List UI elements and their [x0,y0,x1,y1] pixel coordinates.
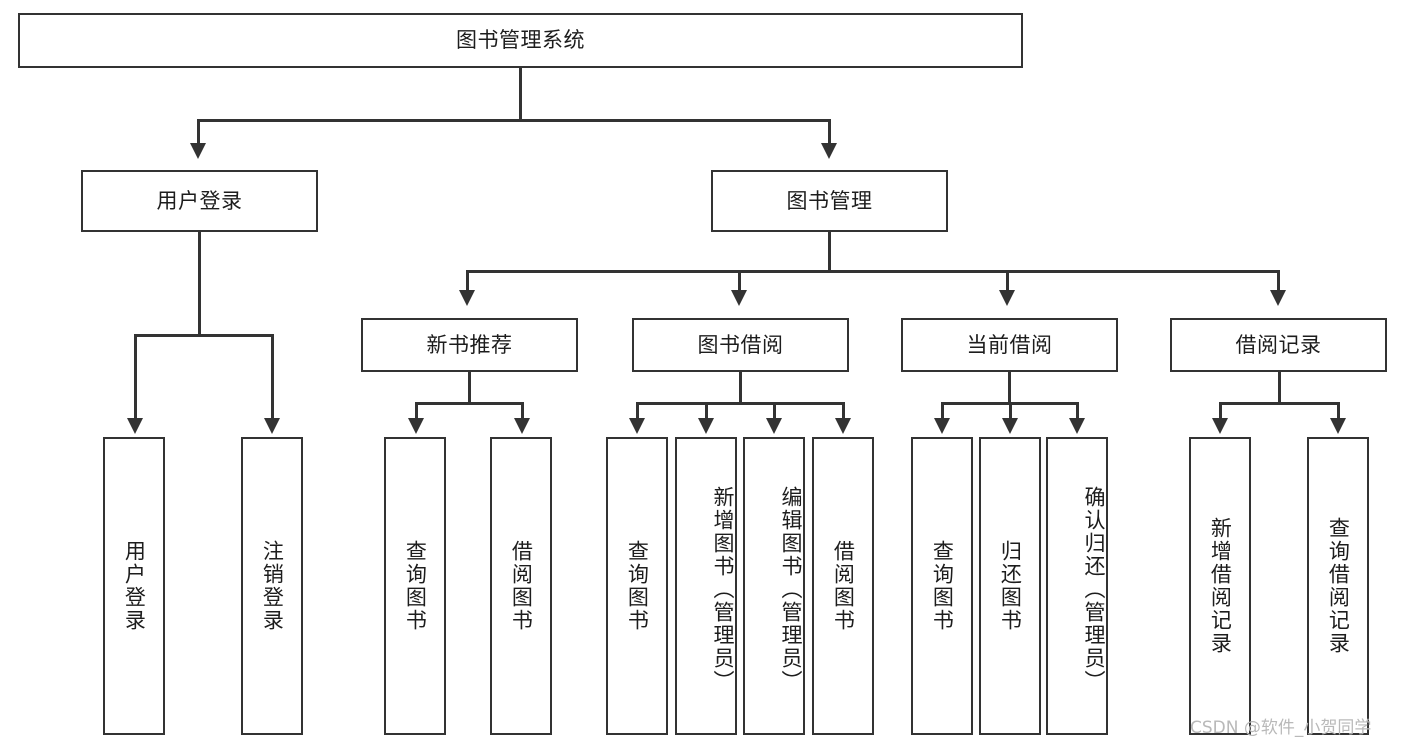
leaf-query-book-recommend[interactable]: 查询图书 [384,437,446,735]
connector-new-book-leaf-2 [521,402,524,420]
connector-new-book-bus [415,402,523,405]
leaf-confirm-return-admin[interactable]: 确认归还（管理员） [1046,437,1108,735]
node-book-management[interactable]: 图书管理 [711,170,948,232]
arrowhead-cb-leaf-2 [1002,418,1018,434]
leaf-add-borrow-record[interactable]: 新增借阅记录 [1189,437,1251,735]
arrowhead-bb-leaf-1 [629,418,645,434]
connector-cb-leaf-2 [1009,402,1012,420]
connector-user-login-leaf-1 [134,334,137,420]
arrowhead-borrow-record [1270,290,1286,306]
arrowhead-leaf-user-login [127,418,143,434]
arrowhead-nb-leaf-2 [514,418,530,434]
connector-to-current-borrow [1006,270,1009,292]
connector-borrow-record-bus [1219,402,1339,405]
connector-new-book-stem [468,372,471,404]
leaf-query-borrow-record[interactable]: 查询借阅记录 [1307,437,1369,735]
connector-current-borrow-stem [1008,372,1011,404]
connector-to-borrow-record [1277,270,1280,292]
arrowhead-bb-leaf-3 [766,418,782,434]
connector-to-book-borrow [738,270,741,292]
watermark-text: CSDN @软件_小贺同学 [1190,718,1372,738]
node-root-system[interactable]: 图书管理系统 [18,13,1023,68]
leaf-logout[interactable]: 注销登录 [241,437,303,735]
connector-borrow-record-stem [1278,372,1281,404]
node-book-borrow[interactable]: 图书借阅 [632,318,849,372]
connector-root-stem [519,68,522,120]
leaf-user-login[interactable]: 用户登录 [103,437,165,735]
connector-book-mgmt-stem [828,232,831,272]
arrowhead-book-borrow [731,290,747,306]
node-current-borrow[interactable]: 当前借阅 [901,318,1118,372]
leaf-edit-book-admin[interactable]: 编辑图书（管理员） [743,437,805,735]
leaf-query-book-current[interactable]: 查询图书 [911,437,973,735]
leaf-return-book[interactable]: 归还图书 [979,437,1041,735]
connector-book-borrow-bus [636,402,844,405]
connector-user-login-leaf-2 [271,334,274,420]
connector-bb-leaf-1 [636,402,639,420]
arrowhead-br-leaf-1 [1212,418,1228,434]
connector-bb-leaf-3 [773,402,776,420]
connector-root-bus [197,119,831,122]
arrowhead-nb-leaf-1 [408,418,424,434]
arrowhead-cb-leaf-1 [934,418,950,434]
connector-to-new-book [466,270,469,292]
connector-user-login-stem [198,232,201,336]
arrowhead-leaf-logout [264,418,280,434]
arrowhead-book-mgmt [821,143,837,159]
connector-root-to-user-login [197,119,200,145]
arrowhead-user-login [190,143,206,159]
connector-bb-leaf-2 [705,402,708,420]
arrowhead-br-leaf-2 [1330,418,1346,434]
arrowhead-cb-leaf-3 [1069,418,1085,434]
connector-br-leaf-1 [1219,402,1222,420]
connector-br-leaf-2 [1337,402,1340,420]
connector-new-book-leaf-1 [415,402,418,420]
leaf-query-book-borrow[interactable]: 查询图书 [606,437,668,735]
leaf-borrow-book[interactable]: 借阅图书 [812,437,874,735]
connector-book-borrow-stem [739,372,742,404]
arrowhead-new-book [459,290,475,306]
node-new-book-recommend[interactable]: 新书推荐 [361,318,578,372]
connector-cb-leaf-3 [1076,402,1079,420]
connector-user-login-bus [134,334,273,337]
connector-bb-leaf-4 [842,402,845,420]
node-borrow-record[interactable]: 借阅记录 [1170,318,1387,372]
leaf-borrow-book-recommend[interactable]: 借阅图书 [490,437,552,735]
connector-cb-leaf-1 [941,402,944,420]
leaf-add-book-admin[interactable]: 新增图书（管理员） [675,437,737,735]
arrowhead-bb-leaf-2 [698,418,714,434]
connector-book-mgmt-bus [466,270,1280,273]
arrowhead-current-borrow [999,290,1015,306]
arrowhead-bb-leaf-4 [835,418,851,434]
node-user-login[interactable]: 用户登录 [81,170,318,232]
connector-root-to-book-mgmt [828,119,831,145]
